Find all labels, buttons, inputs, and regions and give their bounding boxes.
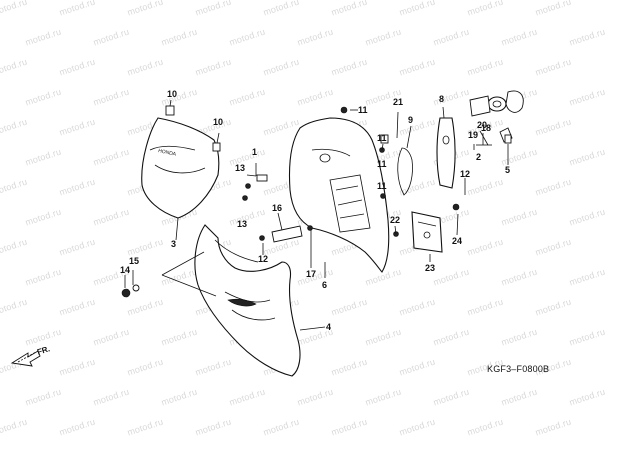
callout-8: 8 <box>439 94 445 104</box>
callout-11-top: 11 <box>358 105 368 115</box>
callout-6: 6 <box>322 280 328 290</box>
part-4-inner-cover <box>194 224 301 377</box>
part-3-front-cover: HONDA <box>141 117 220 219</box>
part-6-inner-panel <box>288 117 390 273</box>
callout-12-left: 12 <box>258 254 269 264</box>
callout-10-top: 10 <box>167 89 178 99</box>
callout-11-b: 11 <box>377 159 387 169</box>
front-direction-arrow <box>10 350 41 367</box>
svg-text:HONDA: HONDA <box>158 148 178 158</box>
callout-14: 14 <box>120 265 131 275</box>
callout-20: 20 <box>477 120 488 130</box>
callout-12-right: 12 <box>460 169 471 179</box>
fasteners <box>121 106 512 298</box>
callout-24: 24 <box>452 236 463 246</box>
diagram-code: KGF3–F0800B <box>487 364 550 374</box>
callout-17: 17 <box>306 269 317 279</box>
callout-1: 1 <box>252 147 258 157</box>
leader-lines <box>124 99 509 331</box>
callout-15: 15 <box>129 256 140 266</box>
callout-22: 22 <box>390 215 401 225</box>
callout-13-upper: 13 <box>235 163 246 173</box>
callout-4: 4 <box>326 322 332 332</box>
part-18-key-cylinder <box>469 95 507 117</box>
callout-11-a: 11 <box>377 133 387 143</box>
part-23-bracket <box>411 211 443 253</box>
part-8-lock-bracket <box>436 117 456 189</box>
part-9-cable <box>397 147 413 196</box>
callout-19: 19 <box>468 130 479 140</box>
callout-21: 21 <box>393 97 404 107</box>
part-10-clip-a <box>165 105 175 116</box>
callout-13-lower: 13 <box>237 219 248 229</box>
callout-16: 16 <box>272 203 283 213</box>
part-20-key-cap <box>505 90 524 113</box>
callout-11-c: 11 <box>377 181 387 191</box>
callout-9: 9 <box>408 115 414 125</box>
part-10-clip-b <box>212 142 221 152</box>
callout-2: 2 <box>476 152 482 162</box>
part-16-stay <box>271 225 303 243</box>
callout-10-right: 10 <box>213 117 224 127</box>
callout-23: 23 <box>425 263 436 273</box>
callout-3: 3 <box>171 239 177 249</box>
callout-18: 18 <box>481 123 492 133</box>
callout-5: 5 <box>505 165 511 175</box>
